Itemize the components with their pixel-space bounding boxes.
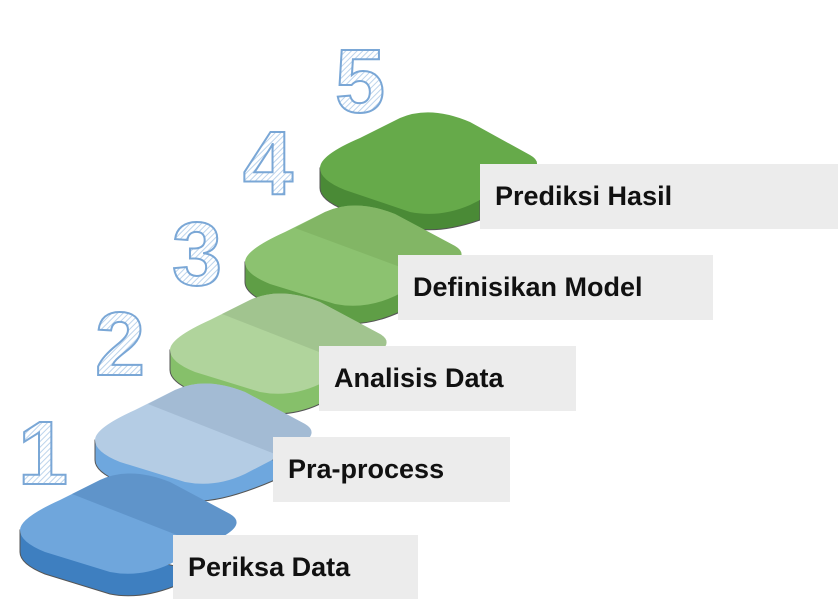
step-number-4: 4 bbox=[243, 114, 293, 214]
step-label-5: Prediksi Hasil bbox=[480, 164, 838, 229]
step-number-2: 2 bbox=[95, 295, 145, 395]
step-label-3: Analisis Data bbox=[319, 346, 576, 411]
step-number-5: 5 bbox=[335, 32, 385, 132]
step-label-4: Definisikan Model bbox=[398, 255, 713, 320]
step-number-1: 1 bbox=[18, 404, 68, 504]
step-label-2: Pra-process bbox=[273, 437, 510, 502]
step-label-1: Periksa Data bbox=[173, 535, 418, 599]
step-number-3: 3 bbox=[172, 205, 222, 305]
step-2-block bbox=[94, 383, 312, 502]
